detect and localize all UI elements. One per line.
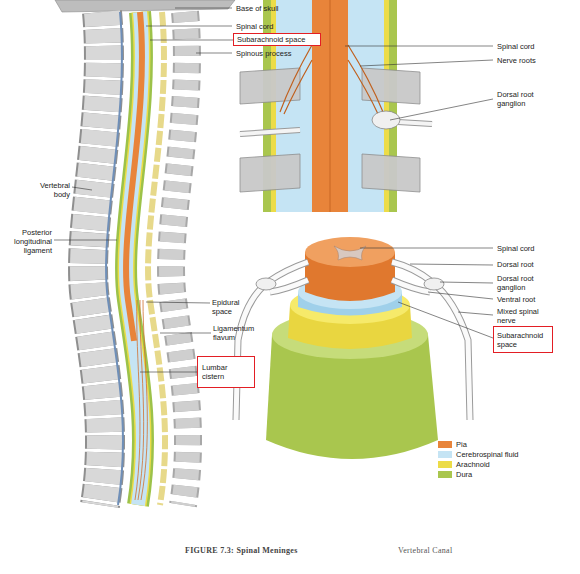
anatomy-label: Spinal cord [497, 42, 535, 51]
cord-top [305, 237, 395, 267]
cauda-equina [135, 300, 147, 500]
csf-layer [126, 12, 143, 505]
spinal-nerve [240, 122, 432, 134]
anatomy-label: Ligamentum flavum [213, 324, 257, 342]
nerve-rootlets [280, 45, 383, 114]
anatomy-label: Vertebral body [28, 181, 70, 199]
anatomy-label: Base of skull [236, 4, 279, 13]
box-label: Subarachnoid space [497, 331, 549, 349]
leader-lines-bottom [360, 248, 493, 338]
ganglion-left [256, 278, 276, 290]
legend-swatch [438, 451, 452, 458]
box-label: Subarachnoid space [237, 35, 317, 44]
legend-text: Pia [456, 440, 467, 449]
anatomy-label: Spinal cord [497, 244, 535, 253]
anatomy-label: Posterior longitudinal ligament [2, 228, 52, 255]
nerve-tube-edge [236, 262, 470, 420]
anatomy-label: Spinal cord [236, 22, 274, 31]
anatomy-label: Epidural space [212, 298, 252, 316]
cord-midline [330, 0, 331, 212]
figure-caption: FIGURE 7.3: Spinal Meninges [185, 546, 298, 555]
spinal-cord-segment [312, 0, 348, 212]
anatomy-label: Mixed spinal nerve [497, 307, 542, 325]
anatomy-label: Nerve roots [497, 56, 536, 65]
arachnoid-layer [126, 12, 143, 505]
spinal-nerve-edge [240, 122, 432, 134]
legend-swatch [438, 461, 452, 468]
spinal-cord [126, 12, 143, 505]
ganglion-right [424, 278, 444, 290]
ganglion-shape [372, 111, 400, 129]
leader-lines-top [345, 46, 493, 120]
anatomy-label: Ventral root [497, 295, 535, 304]
legend-swatch [438, 471, 452, 478]
legend-text: Cerebrospinal fluid [456, 450, 519, 459]
dura-layer [126, 12, 143, 505]
spinous-process-fill [171, 12, 188, 505]
spinous-process [171, 12, 188, 505]
leader-lines-left [54, 8, 233, 372]
anatomy-label: Dorsal root ganglion [497, 90, 542, 108]
nerve-tube [236, 262, 470, 420]
anatomy-label: Dorsal root [497, 260, 534, 269]
highlight-box: Subarachnoid space [493, 326, 553, 353]
anatomy-label: Spinous process [236, 49, 291, 58]
box-label: Lumbar cistern [202, 363, 240, 381]
skull-base [55, 0, 235, 12]
legend-text: Dura [456, 470, 472, 479]
highlight-box: Lumbar cistern [197, 356, 255, 388]
legend-swatch [438, 441, 452, 448]
anatomy-label: Vertebral Canal [398, 546, 452, 555]
vertebral-body-edge [88, 12, 105, 505]
legend-text: Arachnoid [456, 460, 490, 469]
anatomy-label: Dorsal root ganglion [497, 274, 542, 292]
highlight-box: Subarachnoid space [233, 33, 321, 46]
vertebral-body [88, 12, 105, 505]
